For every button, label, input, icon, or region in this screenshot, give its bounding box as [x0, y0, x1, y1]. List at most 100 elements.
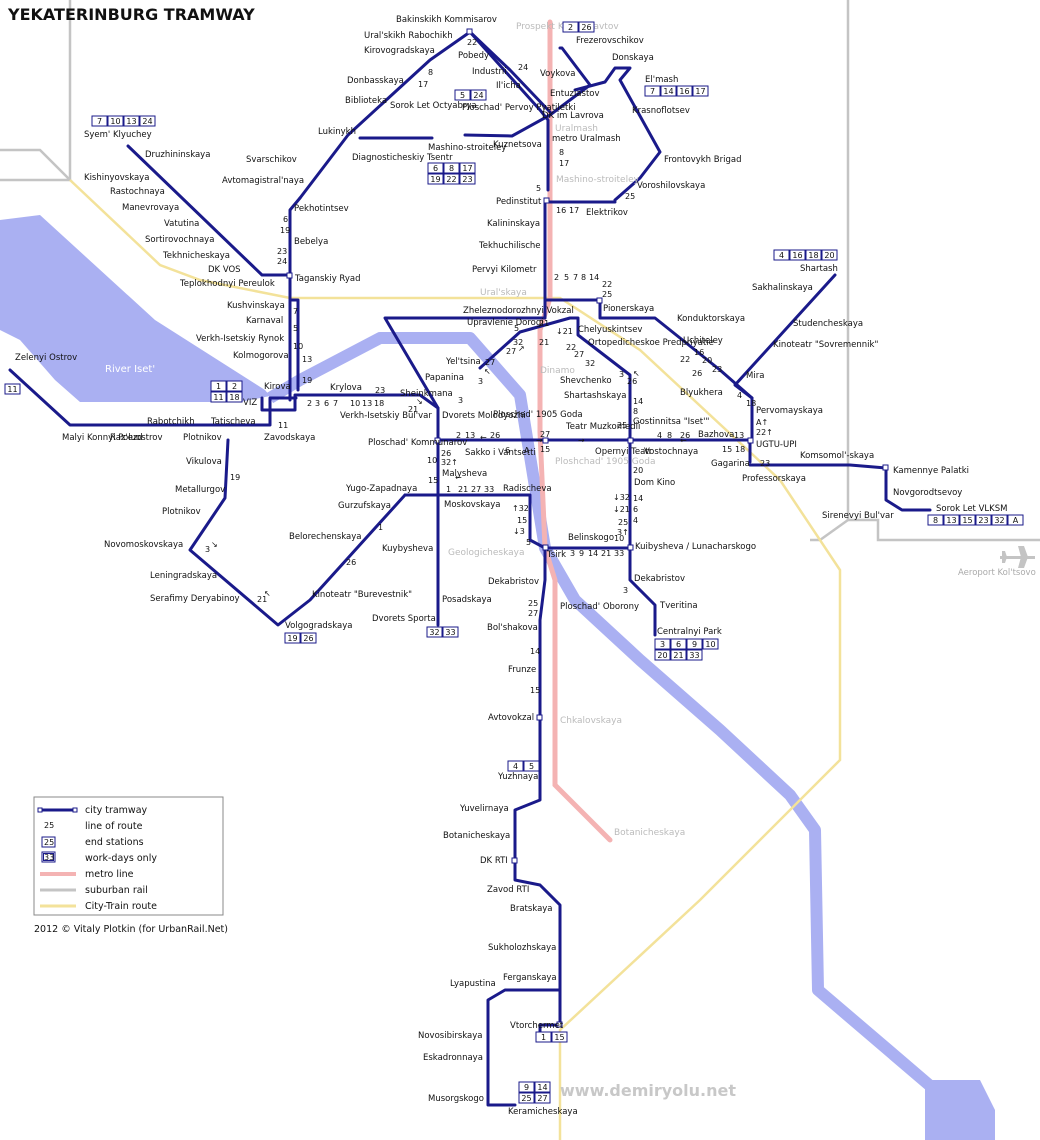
station-label: Gagarina [711, 459, 750, 469]
station-label: Serafimy Deryabinoy [150, 594, 240, 604]
station-label: Botanicheskaya [443, 831, 510, 841]
tram-zelenyi [8, 368, 298, 427]
route-number: 14 [589, 273, 599, 282]
station-label: Tekhnicheskaya [162, 251, 230, 261]
route-number: 22 [467, 38, 477, 47]
station-label: Kuznetsova [493, 140, 542, 150]
end-box-route: 27 [537, 1094, 547, 1103]
station-label: Ploschad' Pervoy Pyatiletki [462, 103, 576, 113]
tram-east-south [628, 438, 657, 637]
station-label: DK im Lavrova [542, 111, 604, 121]
station-label: Konduktorskaya [677, 314, 745, 324]
route-number: 26 [692, 369, 702, 378]
end-box-frame [670, 638, 687, 650]
tram-chelyuskintsev [478, 316, 632, 442]
end-box-route: 15 [962, 516, 972, 525]
station-label: Syem' Klyuchey [84, 130, 152, 140]
station-label: Volgogradskaya [285, 621, 352, 631]
station-label: Avtovokzal [488, 713, 534, 723]
route-number: ↖ [484, 367, 491, 376]
legend-label: line of route [85, 821, 143, 832]
legend-sample-workdays: 33 [41, 851, 56, 863]
station-marker [466, 28, 473, 35]
station-label: Verkh-Isetskiy Rynok [196, 334, 284, 344]
end-box-route: 21 [673, 651, 683, 660]
route-number: 14 [633, 397, 643, 406]
station-label: Dvorets Sporta [372, 614, 436, 624]
route-number: 21 [601, 549, 611, 558]
end-box-route: 5 [460, 91, 465, 100]
station-label: Elektrikov [586, 208, 628, 218]
route-number: 27 [574, 350, 584, 359]
station-label: Zheleznodorozhnyi Vokzal [463, 306, 574, 316]
station-marker [556, 1021, 563, 1028]
route-number: ↓21 [613, 505, 630, 514]
metro-station-label: Botanicheskaya [614, 828, 685, 838]
end-box-frame [139, 115, 156, 127]
station-label: Dvorets Molodyozhi [442, 411, 526, 421]
station-label: Biblioteka [345, 96, 387, 106]
station-label: Sortirovochnaya [145, 235, 214, 245]
end-box-route: A [1013, 516, 1019, 525]
route-number: 6 [505, 446, 510, 455]
station-label: Ploschad' 1905 Goda [493, 410, 583, 420]
station-label: Kinoteatr "Burevestnik" [312, 590, 412, 600]
route-number: 32↑ [441, 458, 458, 467]
end-box-route: 7 [650, 87, 655, 96]
end-box-route: 13 [126, 117, 136, 126]
station-label: Tatischeva [210, 417, 256, 427]
end-box-frame [454, 89, 471, 101]
station-marker [627, 437, 634, 444]
end-box-frame [551, 1031, 568, 1043]
route-number: 6 [633, 505, 638, 514]
end-box-frame [654, 649, 671, 661]
station-label: Pedinstitut [496, 197, 542, 207]
station-label: Bratskaya [510, 904, 553, 914]
route-number: 5 [526, 538, 531, 547]
end-box-route: 14 [537, 1083, 547, 1092]
end-box-frame [959, 514, 976, 526]
route-number: 24 [518, 63, 528, 72]
route-number: 32 [585, 359, 595, 368]
end-box-route: 26 [303, 634, 313, 643]
airport-label: Aeroport Kol'tsovo [958, 568, 1036, 578]
station-label: Sirenevyi Bul'var [822, 511, 894, 521]
route-number: ↘ [211, 540, 218, 549]
end-box-route: 17 [462, 164, 472, 173]
station-label: Eskadronnaya [423, 1053, 483, 1063]
station-marker [596, 297, 603, 304]
end-box-route: 1 [216, 382, 221, 391]
end-box-frame [773, 249, 790, 261]
end-box-frame [507, 760, 524, 772]
end-box-frame [226, 380, 243, 392]
station-label: Tsirk [546, 550, 566, 560]
route-number: 13 [465, 431, 475, 440]
end-box-route: 18 [229, 393, 239, 402]
metro [537, 19, 613, 843]
station-label: Industrii [472, 67, 507, 77]
station-label: Belinskogo [568, 533, 614, 543]
station-marker [536, 714, 543, 721]
end-box-route: 13 [946, 516, 956, 525]
station-marker [747, 437, 754, 444]
station-label: Sukholozhskaya [488, 943, 556, 953]
route-number: 22 [602, 280, 612, 289]
station-label: Verkh-Isetskiy Bul'var [340, 411, 432, 421]
route-number: 9 [579, 549, 584, 558]
tram-shartash [733, 273, 837, 400]
river-iset [266, 332, 971, 1140]
end-box-frame [686, 638, 703, 650]
end-box-frame [427, 162, 444, 174]
station-label: Tveritina [659, 601, 698, 611]
station-label: Bazhova [698, 430, 734, 440]
route-number: 14 [530, 647, 540, 656]
map-title: YEKATERINBURG TRAMWAY [7, 5, 255, 24]
route-number: 4 [737, 391, 742, 400]
route-number: 21 [458, 485, 468, 494]
station-label: Teatr Muzkomedii [565, 422, 640, 432]
end-box-frame [284, 632, 301, 644]
